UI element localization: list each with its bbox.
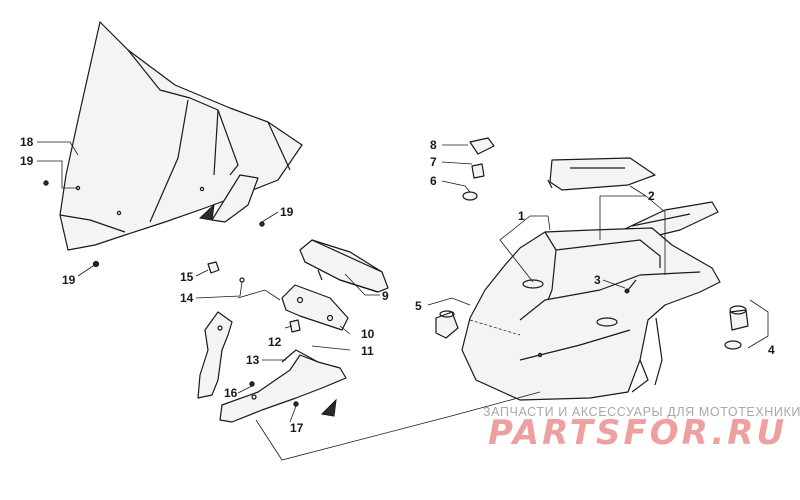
callout-9: 9 [382,289,389,303]
mount-bracket-13 [197,311,347,423]
nut-15 [207,261,245,283]
cap-assembly [462,137,495,201]
callout-12: 12 [268,335,282,349]
callout-19a: 19 [20,154,34,168]
callout-7: 7 [430,155,437,169]
knob-5 [435,310,459,339]
callout-1: 1 [518,209,525,223]
callout-15: 15 [180,270,194,284]
watermark-caption: ЗАПЧАСТИ И АКСЕССУАРЫ ДЛЯ МОТОТЕХНИКИ [483,405,800,419]
callout-13: 13 [246,353,260,367]
callout-10: 10 [361,327,375,341]
callout-17: 17 [290,421,304,435]
upper-lens [547,157,656,191]
gauge-9 [299,239,389,293]
screw-3 [624,279,637,294]
bracket-10 [281,284,349,331]
socket-4 [724,305,749,350]
callout-8: 8 [430,138,437,152]
bolt-12 [289,319,301,333]
callout-6: 6 [430,174,437,188]
callout-3: 3 [594,273,601,287]
callout-19c: 19 [280,205,294,219]
callout-4: 4 [768,343,775,357]
callout-16: 16 [224,386,238,400]
watermark-brand: PARTSFOR.RU [488,413,788,453]
callout-2: 2 [648,189,655,203]
callout-19b: 19 [62,273,76,287]
callout-5: 5 [415,299,422,313]
callout-18: 18 [20,135,34,149]
leader-lines [37,141,769,461]
front-hood [461,227,721,401]
windshield [59,21,303,251]
callout-labels: 1 2 3 4 5 6 7 8 9 10 11 12 13 14 15 16 1… [20,135,775,435]
callout-11: 11 [361,344,374,358]
callout-14: 14 [180,291,194,305]
